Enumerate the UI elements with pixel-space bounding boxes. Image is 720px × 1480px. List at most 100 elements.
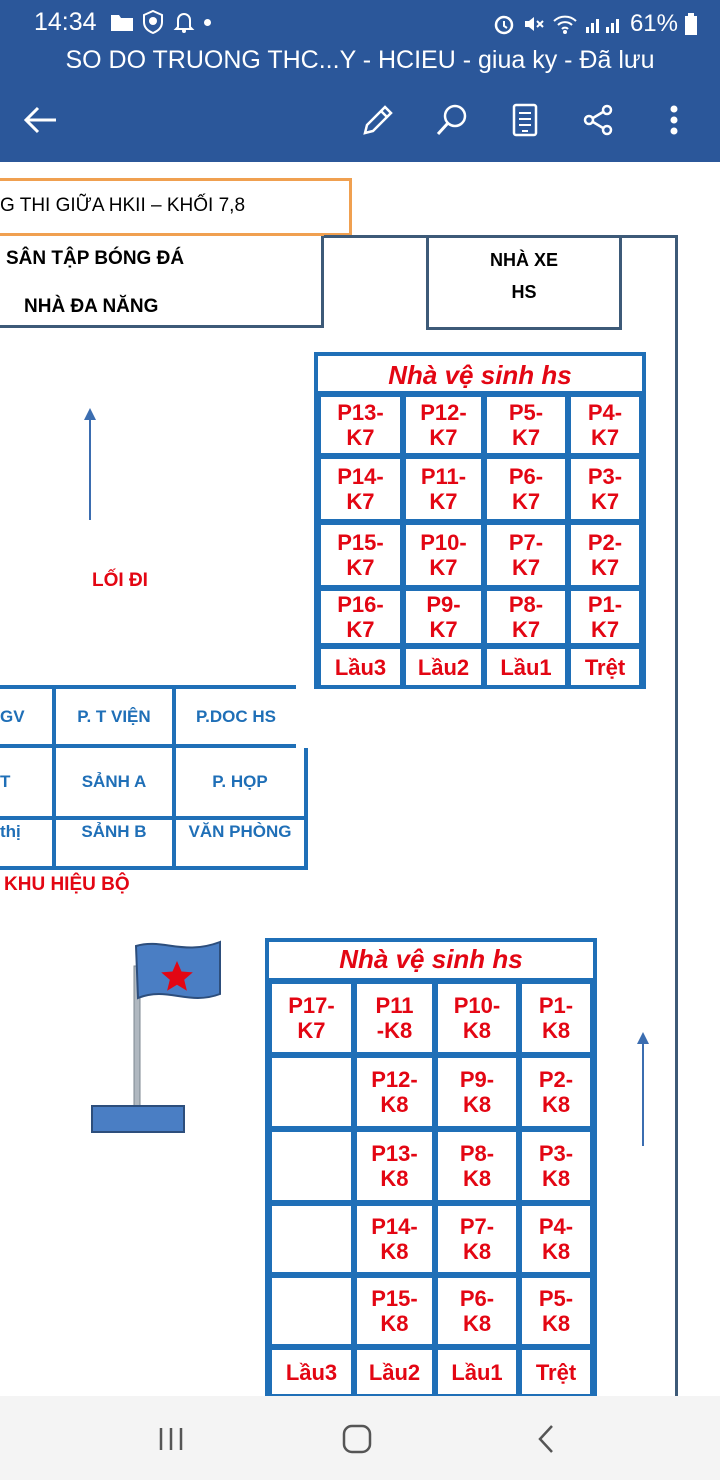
back-nav-button[interactable] <box>525 1418 567 1460</box>
battery-icon <box>685 13 697 35</box>
k8-cell-r2-c3: P3- K8 <box>519 1129 593 1203</box>
k8-cell-r3-c0 <box>269 1203 354 1275</box>
building-k8 <box>265 938 597 1396</box>
k7-cell-r2-c0: P15- K7 <box>318 522 403 588</box>
restroom-divider-top <box>318 391 642 394</box>
restroom-title-top: Nhà vệ sinh hs <box>388 360 572 390</box>
k8-cell-r2-c1: P13- K8 <box>354 1129 435 1203</box>
k8-cell-r5-c3: Trệt <box>519 1347 593 1396</box>
k8-cell-r3-c1: P14- K8 <box>354 1203 435 1275</box>
shield-icon <box>143 10 163 34</box>
k7-cell-r3-c2: P8- K7 <box>484 588 568 646</box>
k8-cell-r5-c1: Lầu2 <box>354 1347 435 1396</box>
share-button[interactable] <box>578 100 618 140</box>
k7-cell-r2-c1: P10- K7 <box>403 522 484 588</box>
k7-cell-r1-c0: P14- K7 <box>318 456 403 522</box>
boundary-top-line <box>324 235 678 238</box>
k7-cell-r3-c1: P9- K7 <box>403 588 484 646</box>
k7-cell-r1-c1: P11- K7 <box>403 456 484 522</box>
status-icons-left <box>110 10 211 34</box>
back-button[interactable] <box>20 100 60 140</box>
k7-cell-r0-c2: P5- K7 <box>484 394 568 456</box>
dot-icon <box>204 18 211 26</box>
office-cell-r1-c2: P. HỌP <box>176 748 308 820</box>
flag-icon <box>91 940 221 1133</box>
find-button[interactable] <box>432 100 472 140</box>
k7-cell-r1-c3: P3- K7 <box>568 456 642 522</box>
k7-cell-r3-c0: P16- K7 <box>318 588 403 646</box>
k8-cell-r5-c0: Lầu3 <box>269 1347 354 1396</box>
k7-cell-r4-c2: Lầu1 <box>484 646 568 688</box>
office-cell-r2-c0: thị <box>0 820 56 870</box>
system-navigation-bar <box>0 1396 720 1480</box>
k7-cell-r0-c3: P4- K7 <box>568 394 642 456</box>
k7-cell-r4-c1: Lầu2 <box>403 646 484 688</box>
status-icons-right: 61% <box>492 10 698 38</box>
office-cell-r0-c0: GV <box>0 689 56 748</box>
walkway-arrow-up-right <box>637 1032 649 1146</box>
k8-cell-r5-c2: Lầu1 <box>435 1347 519 1396</box>
reading-view-icon <box>512 103 538 137</box>
office-cell-r0-c2: P.DOC HS <box>176 689 296 748</box>
sports-field-label: SÂN TẬP BÓNG ĐÁ <box>6 248 185 269</box>
more-icon <box>670 105 678 135</box>
k8-cell-r1-c1: P12- K8 <box>354 1055 435 1129</box>
office-cell-r0-c1: P. T VIỆN <box>56 689 176 748</box>
k8-cell-r0-c0: P17- K7 <box>269 981 354 1055</box>
sports-area-box <box>0 236 324 328</box>
k8-cell-r4-c1: P15- K8 <box>354 1275 435 1347</box>
exam-heading-box <box>0 178 352 236</box>
k7-cell-r2-c2: P7- K7 <box>484 522 568 588</box>
k7-cell-r0-c1: P12- K7 <box>403 394 484 456</box>
status-time: 14:34 <box>34 8 97 36</box>
k8-cell-r1-c2: P9- K8 <box>435 1055 519 1129</box>
k8-cell-r4-c3: P5- K8 <box>519 1275 593 1347</box>
alarm-icon <box>494 15 514 35</box>
reading-view-button[interactable] <box>505 100 545 140</box>
wifi-icon <box>553 15 577 34</box>
home-icon <box>342 1424 372 1454</box>
k8-cell-r1-c0 <box>269 1055 354 1129</box>
restroom-title-bottom: Nhà vệ sinh hs <box>339 944 523 974</box>
k8-cell-r1-c3: P2- K8 <box>519 1055 593 1129</box>
back-chevron-icon <box>538 1425 553 1453</box>
bell-icon <box>173 13 195 33</box>
k7-cell-r1-c2: P6- K7 <box>484 456 568 522</box>
edit-button[interactable] <box>358 100 398 140</box>
k7-cell-r0-c0: P13- K7 <box>318 394 403 456</box>
folder-icon <box>111 15 133 31</box>
parking-label-line2: HS <box>511 282 537 302</box>
back-arrow-icon <box>23 106 56 134</box>
k8-cell-r3-c3: P4- K8 <box>519 1203 593 1275</box>
boundary-right-line <box>675 235 678 1396</box>
app-header: 14:34 61% SO DO TRUONG THC...Y - HCIEU -… <box>0 0 720 162</box>
signal-icon <box>585 19 619 33</box>
recent-apps-button[interactable] <box>150 1418 192 1460</box>
recent-apps-icon <box>159 1428 183 1450</box>
k8-cell-r4-c0 <box>269 1275 354 1347</box>
document-title: SO DO TRUONG THC...Y - HCIEU - giua ky -… <box>65 46 655 74</box>
k7-cell-r4-c3: Trệt <box>568 646 642 688</box>
k7-cell-r2-c3: P2- K7 <box>568 522 642 588</box>
k8-cell-r4-c2: P6- K8 <box>435 1275 519 1347</box>
office-cell-r1-c0: T <box>0 748 56 820</box>
home-button[interactable] <box>336 1418 378 1460</box>
k7-cell-r3-c3: P1- K7 <box>568 588 642 646</box>
restroom-divider-bottom <box>269 978 593 981</box>
walkway-arrow-up <box>84 408 96 520</box>
office-cell-r2-c1: SẢNH B <box>56 820 176 870</box>
parking-label-line1: NHÀ XE <box>489 250 558 270</box>
admin-block-label: KHU HIỆU BỘ <box>4 874 130 895</box>
k8-cell-r0-c3: P1- K8 <box>519 981 593 1055</box>
walkway-label: LỐI ĐI <box>92 570 148 591</box>
k8-cell-r2-c2: P8- K8 <box>435 1129 519 1203</box>
multipurpose-hall-label: NHÀ ĐA NĂNG <box>24 296 159 317</box>
exam-heading: G THI GIỮA HKII – KHỐI 7,8 <box>0 195 246 216</box>
k7-cell-r4-c0: Lầu3 <box>318 646 403 688</box>
more-options-button[interactable] <box>654 100 694 140</box>
office-cell-r1-c1: SẢNH A <box>56 748 176 820</box>
document-canvas[interactable]: G THI GIỮA HKII – KHỐI 7,8 SÂN TẬP BÓNG … <box>0 162 720 1396</box>
k8-cell-r0-c1: P11 -K8 <box>354 981 435 1055</box>
battery-percent: 61% <box>629 10 678 37</box>
parking-box <box>426 236 622 330</box>
